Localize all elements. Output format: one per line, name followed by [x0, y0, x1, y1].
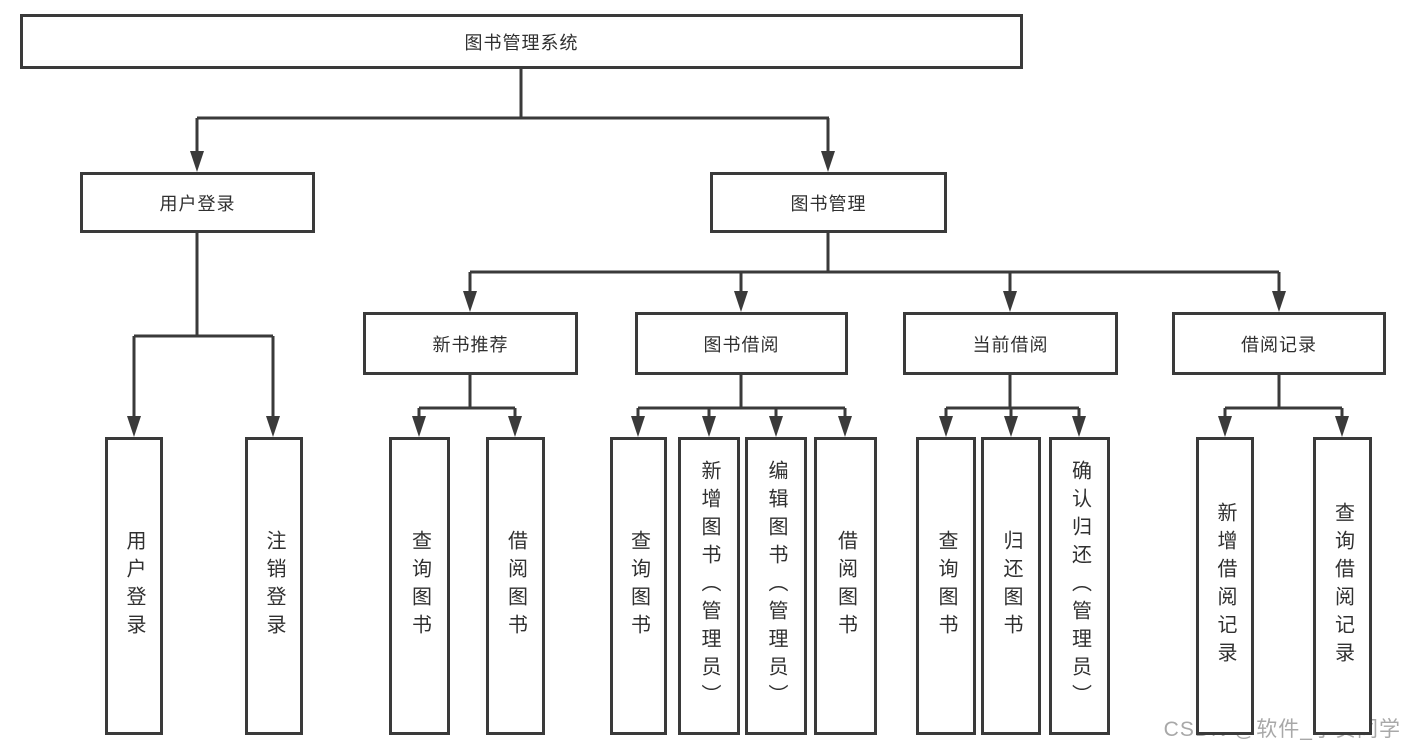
- arrowhead-down-icon: [1218, 416, 1232, 437]
- borrowing-records-label: 借阅记录: [1241, 334, 1317, 355]
- book-management-branch-box: 图书管理: [710, 172, 947, 233]
- leaf-edit-book-admin-label: 编辑图书（管理员）: [765, 460, 787, 712]
- leaf-query-books-rec-box: 查询图书: [389, 437, 450, 735]
- arrowhead-down-icon: [838, 416, 852, 437]
- leaf-borrow-books-rec-box: 借阅图书: [486, 437, 545, 735]
- arrowhead-down-icon: [1004, 416, 1018, 437]
- arrowhead-down-icon: [939, 416, 953, 437]
- leaf-return-book-box: 归还图书: [981, 437, 1041, 735]
- new-book-recommend-box: 新书推荐: [363, 312, 578, 375]
- arrowhead-down-icon: [769, 416, 783, 437]
- book-management-branch-label: 图书管理: [790, 193, 867, 214]
- leaf-query-books-bor-box: 查询图书: [610, 437, 667, 735]
- leaf-query-books-cur-label: 查询图书: [935, 530, 957, 642]
- leaf-confirm-return-box: 确认归还（管理员）: [1049, 437, 1110, 735]
- system-root-box: 图书管理系统: [20, 14, 1023, 69]
- arrowhead-down-icon: [190, 151, 204, 172]
- system-root-label: 图书管理系统: [464, 32, 579, 53]
- arrowhead-down-icon: [1072, 416, 1086, 437]
- new-book-recommend-label: 新书推荐: [432, 334, 509, 355]
- leaf-logout-label: 注销登录: [263, 530, 285, 642]
- leaf-user-login-box: 用户登录: [105, 437, 163, 735]
- arrowhead-down-icon: [631, 416, 645, 437]
- leaf-confirm-return-label: 确认归还（管理员）: [1068, 460, 1091, 712]
- leaf-add-borrow-record-label: 新增借阅记录: [1214, 502, 1236, 670]
- leaf-query-books-cur-box: 查询图书: [916, 437, 976, 735]
- arrowhead-down-icon: [1272, 291, 1286, 312]
- leaf-borrow-books-bor-box: 借阅图书: [814, 437, 877, 735]
- arrowhead-down-icon: [734, 291, 748, 312]
- leaf-query-borrow-record-label: 查询借阅记录: [1331, 502, 1354, 670]
- arrowhead-down-icon: [702, 416, 716, 437]
- user-login-branch-label: 用户登录: [159, 193, 236, 214]
- arrowhead-down-icon: [508, 416, 522, 437]
- book-borrowing-box: 图书借阅: [635, 312, 848, 375]
- leaf-add-book-admin-box: 新增图书（管理员）: [678, 437, 740, 735]
- leaf-add-book-admin-label: 新增图书（管理员）: [698, 460, 720, 712]
- leaf-logout-box: 注销登录: [245, 437, 303, 735]
- leaf-query-borrow-record-box: 查询借阅记录: [1313, 437, 1372, 735]
- arrowhead-down-icon: [1335, 416, 1349, 437]
- arrowhead-down-icon: [412, 416, 426, 437]
- leaf-return-book-label: 归还图书: [1000, 530, 1022, 642]
- book-borrowing-label: 图书借阅: [703, 334, 780, 355]
- arrowhead-down-icon: [821, 151, 835, 172]
- leaf-borrow-books-bor-label: 借阅图书: [834, 530, 857, 642]
- leaf-query-books-bor-label: 查询图书: [627, 530, 650, 642]
- arrowhead-down-icon: [266, 416, 280, 437]
- leaf-query-books-rec-label: 查询图书: [408, 530, 431, 642]
- leaf-user-login-label: 用户登录: [123, 530, 145, 642]
- leaf-edit-book-admin-box: 编辑图书（管理员）: [745, 437, 807, 735]
- arrowhead-down-icon: [1003, 291, 1017, 312]
- leaf-add-borrow-record-box: 新增借阅记录: [1196, 437, 1254, 735]
- leaf-borrow-books-rec-label: 借阅图书: [504, 530, 527, 642]
- user-login-branch-box: 用户登录: [80, 172, 315, 233]
- borrowing-records-box: 借阅记录: [1172, 312, 1386, 375]
- current-borrowing-box: 当前借阅: [903, 312, 1118, 375]
- arrowhead-down-icon: [463, 291, 477, 312]
- current-borrowing-label: 当前借阅: [972, 334, 1049, 355]
- arrowhead-down-icon: [127, 416, 141, 437]
